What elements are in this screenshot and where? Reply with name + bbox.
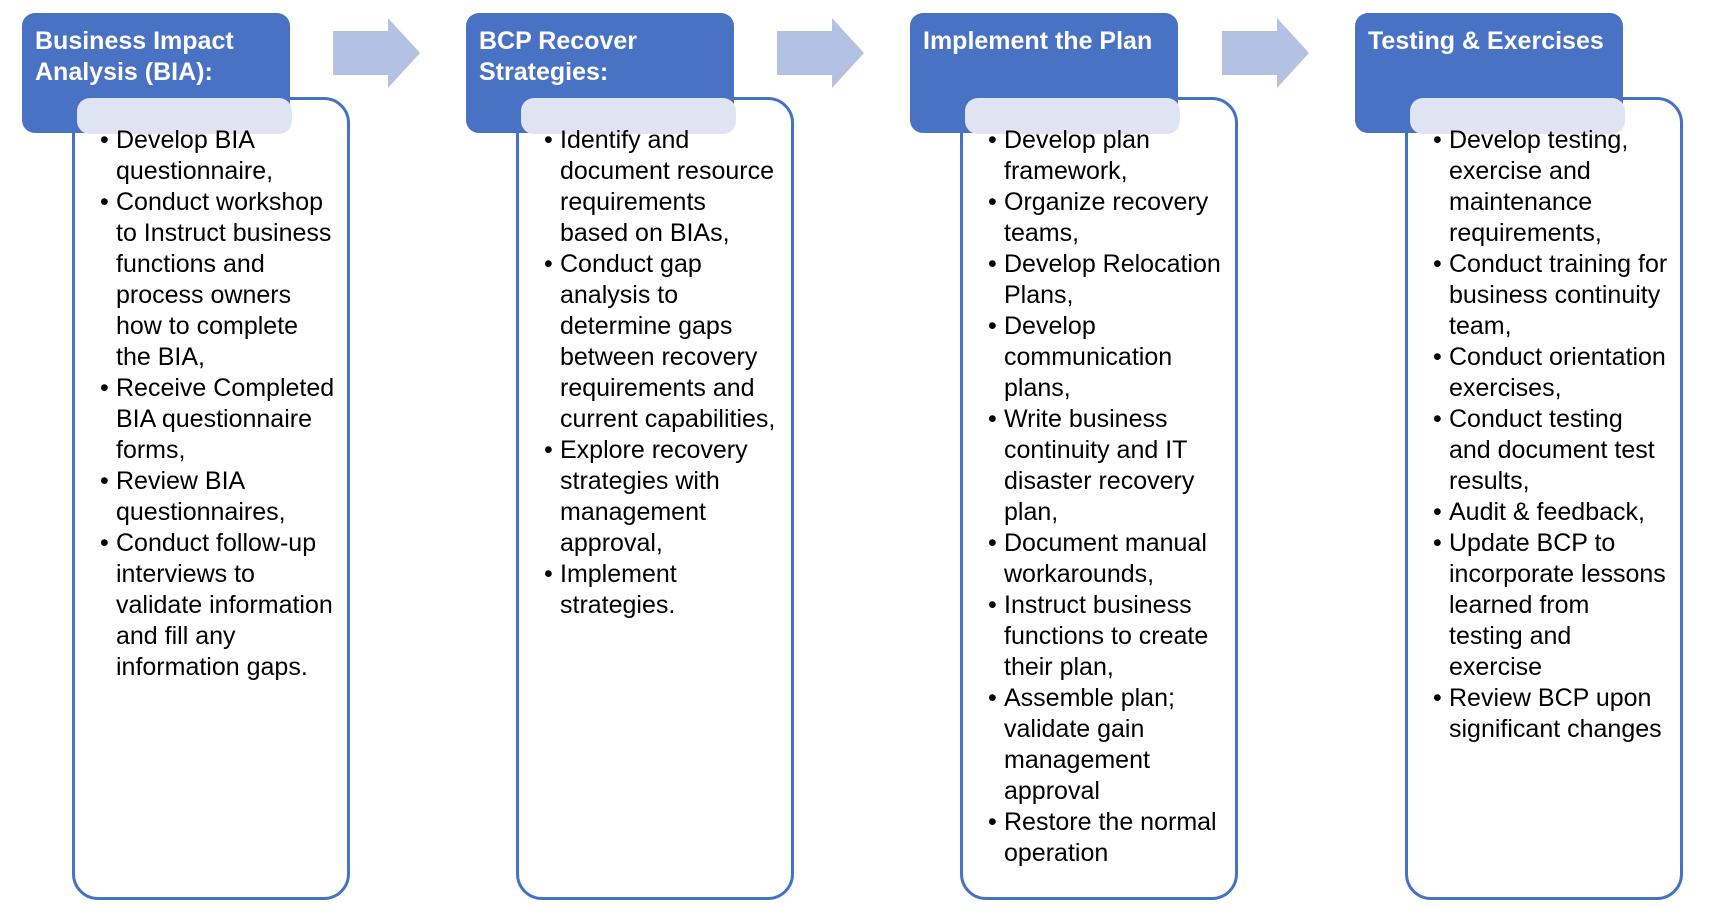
stage-column-bia: Develop BIA questionnaire, Conduct works… <box>22 13 352 900</box>
stage-item: Develop Relocation Plans, <box>988 249 1223 311</box>
stage-item-list: Develop testing, exercise and maintenanc… <box>1408 100 1680 745</box>
stage-header-recover-strategies: BCP Recover Strategies: <box>466 13 734 133</box>
stage-item: Develop communication plans, <box>988 311 1223 404</box>
flow-arrow-icon <box>777 18 864 88</box>
stage-content-box: Develop plan framework, Organize recover… <box>960 97 1238 900</box>
stage-item-list: Develop plan framework, Organize recover… <box>963 100 1235 869</box>
stage-item: Conduct testing and document test result… <box>1433 404 1668 497</box>
stage-item: Conduct gap analysis to determine gaps b… <box>544 249 779 435</box>
stage-item-list: Develop BIA questionnaire, Conduct works… <box>75 100 347 683</box>
flow-arrow-icon <box>333 18 420 88</box>
stage-item: Implement strategies. <box>544 559 779 621</box>
stage-item: Conduct workshop to Instruct business fu… <box>100 187 335 373</box>
stage-item: Receive Completed BIA questionnaire form… <box>100 373 335 466</box>
flow-arrow-icon <box>1222 18 1309 88</box>
stage-item: Conduct training for business continuity… <box>1433 249 1668 342</box>
stage-item: Review BIA questionnaires, <box>100 466 335 528</box>
stage-column-testing-exercises: Develop testing, exercise and maintenanc… <box>1355 13 1685 900</box>
stage-item: Instruct business functions to create th… <box>988 590 1223 683</box>
stage-item: Explore recovery strategies with managem… <box>544 435 779 559</box>
stage-content-box: Develop testing, exercise and maintenanc… <box>1405 97 1683 900</box>
stage-item: Restore the normal operation <box>988 807 1223 869</box>
stage-item: Develop BIA questionnaire, <box>100 125 335 187</box>
stage-header-bia: Business Impact Analysis (BIA): <box>22 13 290 133</box>
stage-item: Document manual workarounds, <box>988 528 1223 590</box>
stage-item: Conduct follow-up interviews to validate… <box>100 528 335 683</box>
stage-item: Develop testing, exercise and maintenanc… <box>1433 125 1668 249</box>
stage-item-list: Identify and document resource requireme… <box>519 100 791 621</box>
stage-column-implement-plan: Develop plan framework, Organize recover… <box>910 13 1240 900</box>
stage-item: Update BCP to incorporate lessons learne… <box>1433 528 1668 683</box>
stage-item: Identify and document resource requireme… <box>544 125 779 249</box>
stage-content-box: Identify and document resource requireme… <box>516 97 794 900</box>
stage-column-recover-strategies: Identify and document resource requireme… <box>466 13 796 900</box>
stage-item: Write business continuity and IT disaste… <box>988 404 1223 528</box>
stage-item: Audit & feedback, <box>1433 497 1668 528</box>
stage-item: Review BCP upon significant changes <box>1433 683 1668 745</box>
stage-item: Assemble plan; validate gain management … <box>988 683 1223 807</box>
stage-item: Organize recovery teams, <box>988 187 1223 249</box>
stage-item: Conduct orientation exercises, <box>1433 342 1668 404</box>
stage-content-box: Develop BIA questionnaire, Conduct works… <box>72 97 350 900</box>
stage-item: Develop plan framework, <box>988 125 1223 187</box>
